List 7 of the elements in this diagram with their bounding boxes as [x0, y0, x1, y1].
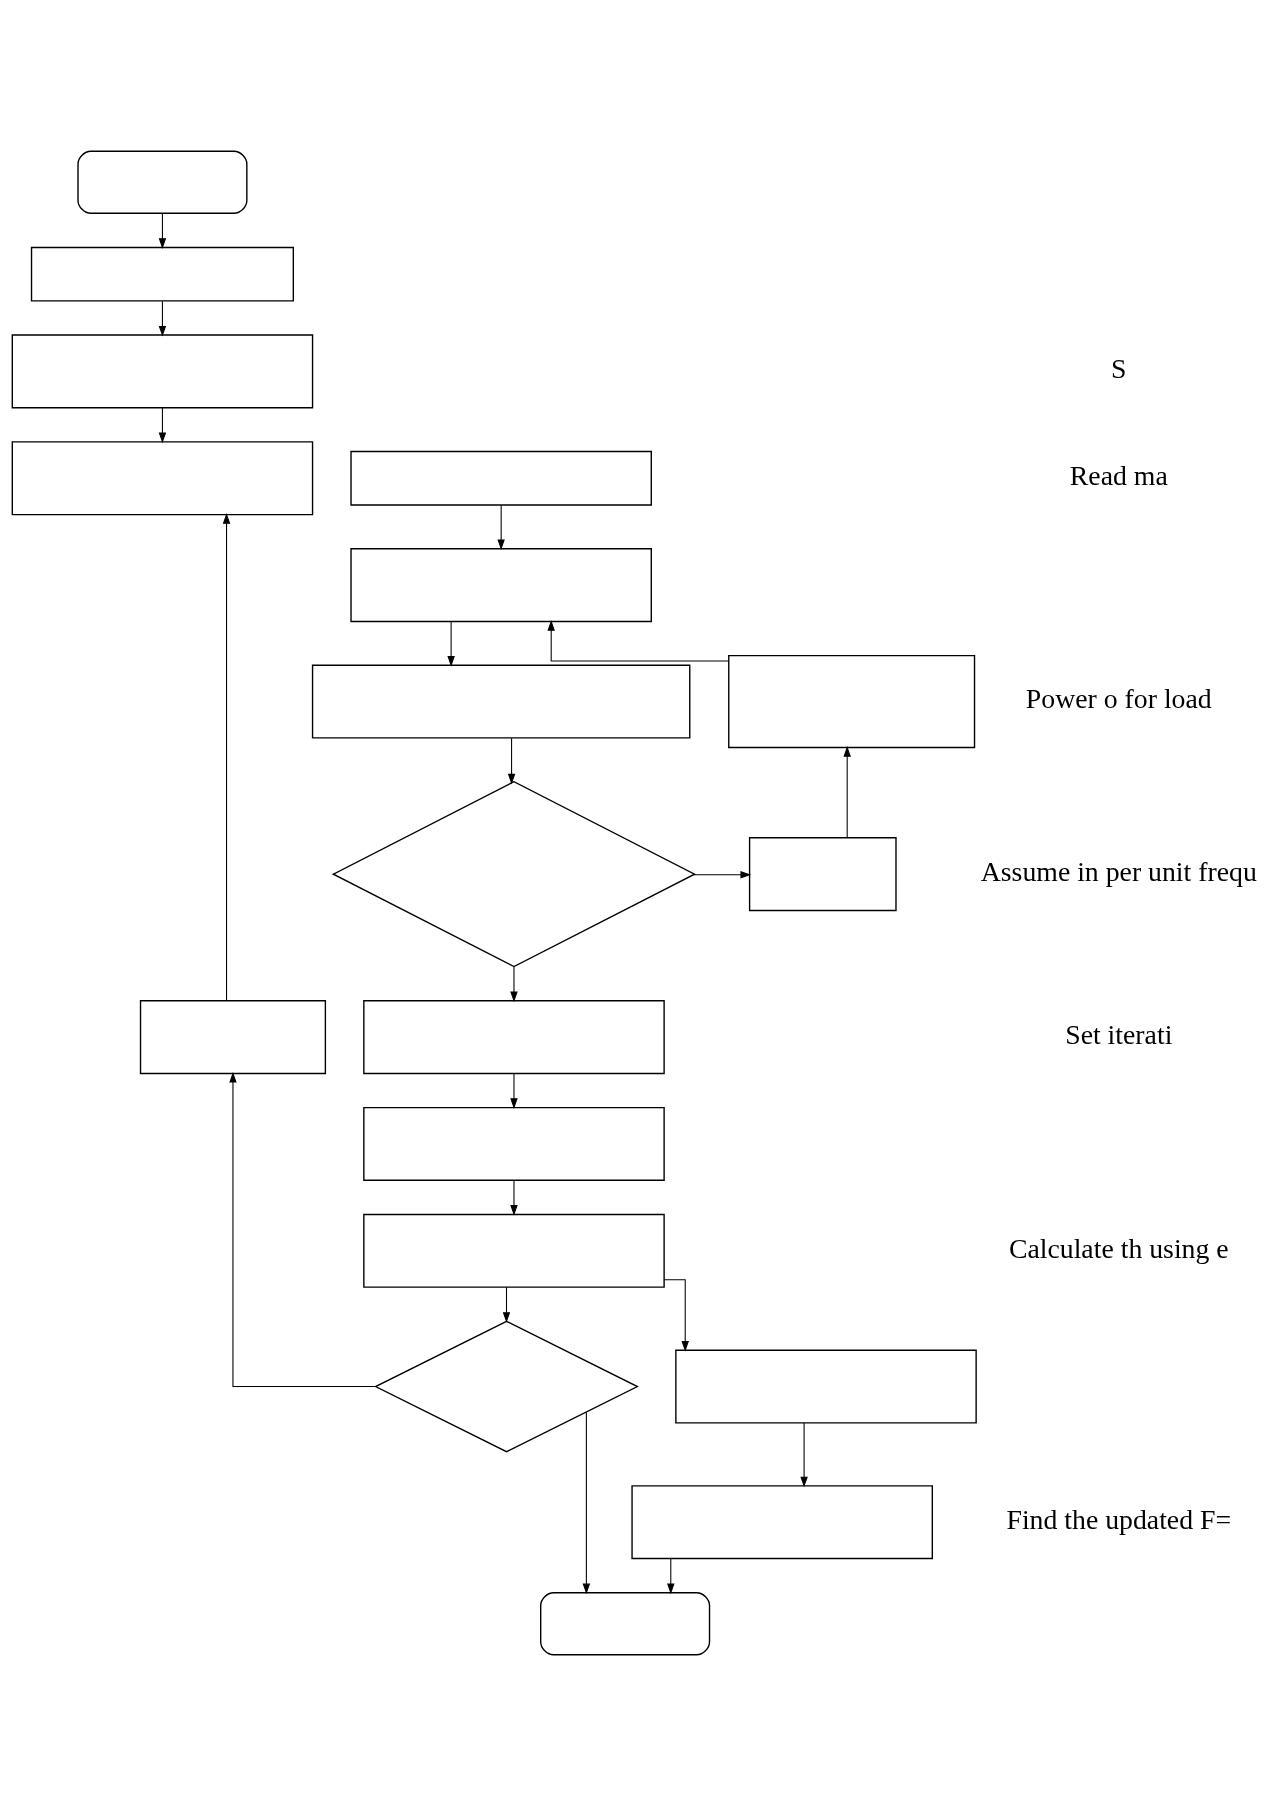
label: Calculate th using e [1008, 1232, 1229, 1264]
label: Assume in per unit frequ [980, 855, 1257, 887]
label: S [1111, 352, 1127, 384]
label: Set iterati [1065, 1018, 1173, 1050]
label: Read ma [1069, 459, 1168, 491]
label: Find the updated F= [1006, 1503, 1232, 1535]
label: Power o for load [1025, 682, 1212, 714]
